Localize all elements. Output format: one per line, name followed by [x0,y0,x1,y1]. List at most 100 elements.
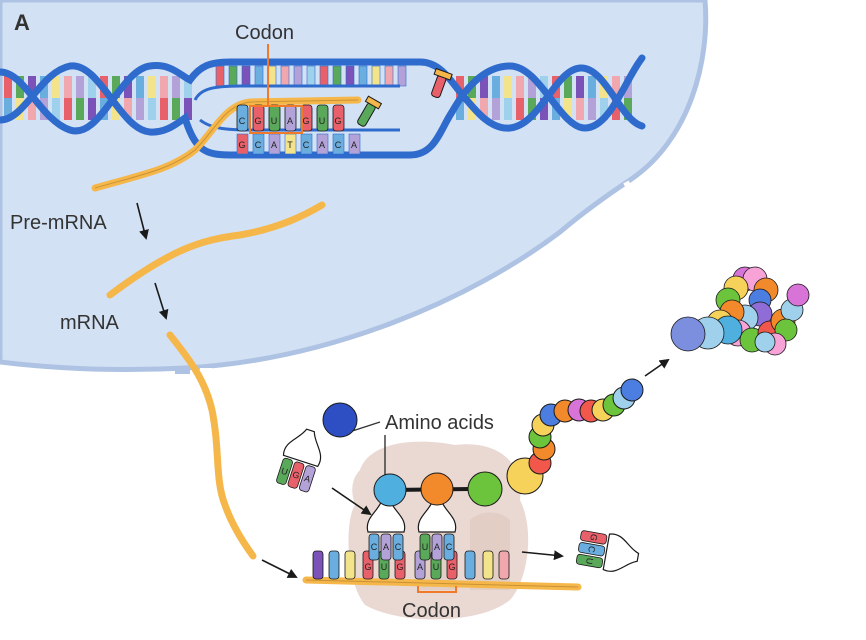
dna-base [241,65,251,87]
pre-mrna-label: Pre-mRNA [10,212,107,234]
folded-protein-bead [670,316,706,352]
mrna-base [328,550,340,580]
codon-label-top: Codon [235,22,294,44]
dna-base-pair [480,98,488,120]
dna-base [293,65,303,87]
rna-base-letter: G [254,116,261,126]
dna-base-pair [136,76,144,98]
trna-anticodon-base [419,533,431,561]
dna-base-pair [576,98,584,120]
dna-base-pair [160,98,168,120]
dna-base-pair [88,76,96,98]
trna-anticodon-letter: G [291,469,301,481]
dna-base-pair [516,76,524,98]
dna-template-base [348,133,361,155]
dna-base-pair [28,98,36,120]
dna-base-pair [564,76,572,98]
trna-anticodon-base [443,533,455,561]
trna-anticodon-base [276,457,293,485]
dna-base [228,65,238,87]
dna-backbone-strand-1 [0,58,646,135]
free-nucleotide [431,67,453,99]
rna-base [332,104,345,132]
dna-base-pair [136,98,144,120]
dna-base-pair [88,98,96,120]
dna-base-pair [124,76,132,98]
trna-anticodon-base [431,533,443,561]
arrow-trna-out [521,550,564,561]
dna-base-pair [528,76,536,98]
trna-anticodon-base [577,542,606,557]
dna-base-pair [172,98,180,120]
dna-base-pair [184,98,192,120]
trna-anticodon-letter: U [584,557,595,565]
dna-base-pair [492,76,500,98]
mrna-label: mRNA [60,312,120,334]
codon-highlight-bottom [417,586,457,593]
mrna-base-letter: G [396,562,403,572]
dna-template-letter: C [335,140,342,150]
mrna-base-letter: A [417,562,423,572]
polypeptide-bead [620,378,644,402]
amino-acid-p-site [373,473,407,507]
trna-anticodon-letter: U [280,466,289,478]
dna-base-pair [612,98,620,120]
trna-anticodon-letter: C [446,542,453,552]
dna-base [306,65,316,87]
dna-base [332,65,342,87]
trna-leaving: GCU [575,530,640,572]
rna-base-letter: A [287,116,293,126]
dna-template-base [316,133,329,155]
dna-base [358,65,368,87]
dna-base-pair [172,76,180,98]
trna-anticodon-base [368,533,380,561]
dna-base-pair [480,76,488,98]
arrow-to-folded-protein [644,358,670,377]
rna-base-letter: C [239,116,246,126]
dna-base-pair [64,98,72,120]
trna-anticodon-letter: A [383,542,389,552]
dna-template-letter: C [303,140,310,150]
codon-label-bottom: Codon [402,600,461,622]
dna-base-pair [124,98,132,120]
mrna-base [498,550,510,580]
panel-letter: A [14,10,30,35]
trna-anticodon-letter: G [588,533,599,542]
dna-base [384,65,394,87]
dna-base-pair [504,98,512,120]
arrow-trna-in [331,487,372,516]
polypeptide-chain [322,378,644,507]
trna-anticodon-base [380,533,392,561]
dna-base-pair [28,76,36,98]
mrna-base [344,550,356,580]
dna-base-pair [76,76,84,98]
dna-base-pair [184,76,192,98]
dna-template-base [236,133,249,155]
dna-base-pair [52,98,60,120]
dna-base [254,65,264,87]
dna-template-base [300,133,313,155]
folded-protein [670,266,810,356]
trna-anticodon-letter: C [395,542,402,552]
arrow-pre-mrna [136,202,149,240]
mrna-base [312,550,324,580]
codon-highlight-top [249,105,303,134]
dna-template-letter: C [255,140,262,150]
trna-anticodon-letter: A [434,542,440,552]
dna-base [371,65,381,87]
trna-anticodon-base [287,461,305,489]
dna-template-letter: A [271,140,277,150]
dna-base [319,65,329,87]
dna-base-pair [588,98,596,120]
trna-anticodon-letter: C [586,545,597,554]
rna-base-letter: G [334,116,341,126]
trna-anticodon-base [392,533,404,561]
dna-base-pair [148,76,156,98]
dna-base [280,65,290,87]
pre-mrna-strand [106,201,326,299]
trna-anticodon-base [575,553,604,569]
